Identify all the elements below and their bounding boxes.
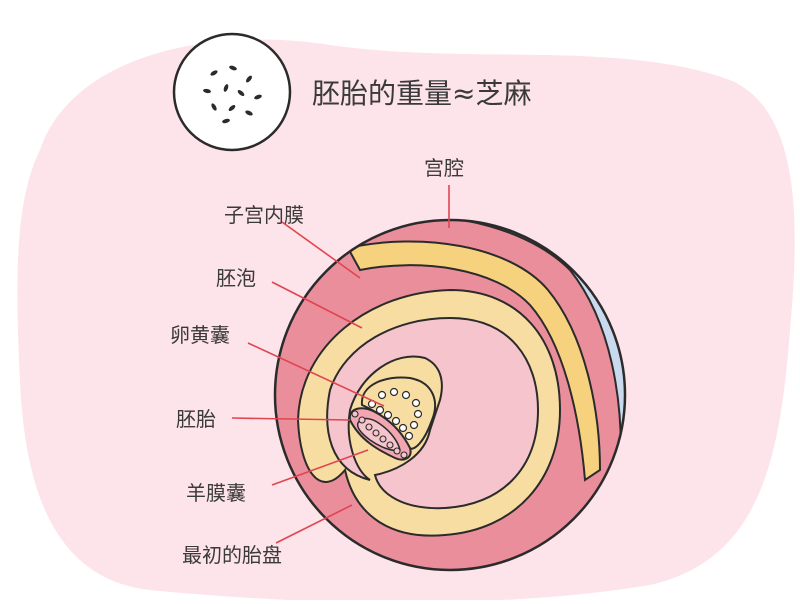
label-embryo: 胚胎 [176,407,216,431]
blastocyst-cavity [326,316,540,510]
label-endometrium: 子宫内膜 [224,203,304,227]
leader-embryo [231,417,351,421]
sesame-seeds-icon [203,65,262,124]
labels: 宫腔 子宫内膜 胚泡 卵黄囊 胚胎 羊膜囊 最初的胎盘 [170,156,464,567]
leader-yolk-sac [247,342,385,407]
embryo-shape [348,407,412,461]
leader-endometrium [281,221,361,279]
label-blastocyst: 胚泡 [216,266,256,290]
leader-lines [231,185,450,544]
decidua-band [346,240,602,482]
label-amniotic-sac: 羊膜囊 [186,481,246,505]
sesame-comparison [172,32,292,152]
label-yolk-sac: 卵黄囊 [170,323,230,347]
uterus-outline [273,218,627,572]
leader-placenta [275,504,353,544]
diagram-title: 胚胎的重量≈芝麻 [312,77,531,110]
sesame-circle [172,32,292,152]
label-placenta: 最初的胎盘 [182,543,282,567]
leader-blastocyst [271,281,363,329]
uterus-cross-section [275,220,625,570]
leader-amniotic-sac [271,449,369,486]
label-uterine-cavity: 宫腔 [424,156,464,180]
